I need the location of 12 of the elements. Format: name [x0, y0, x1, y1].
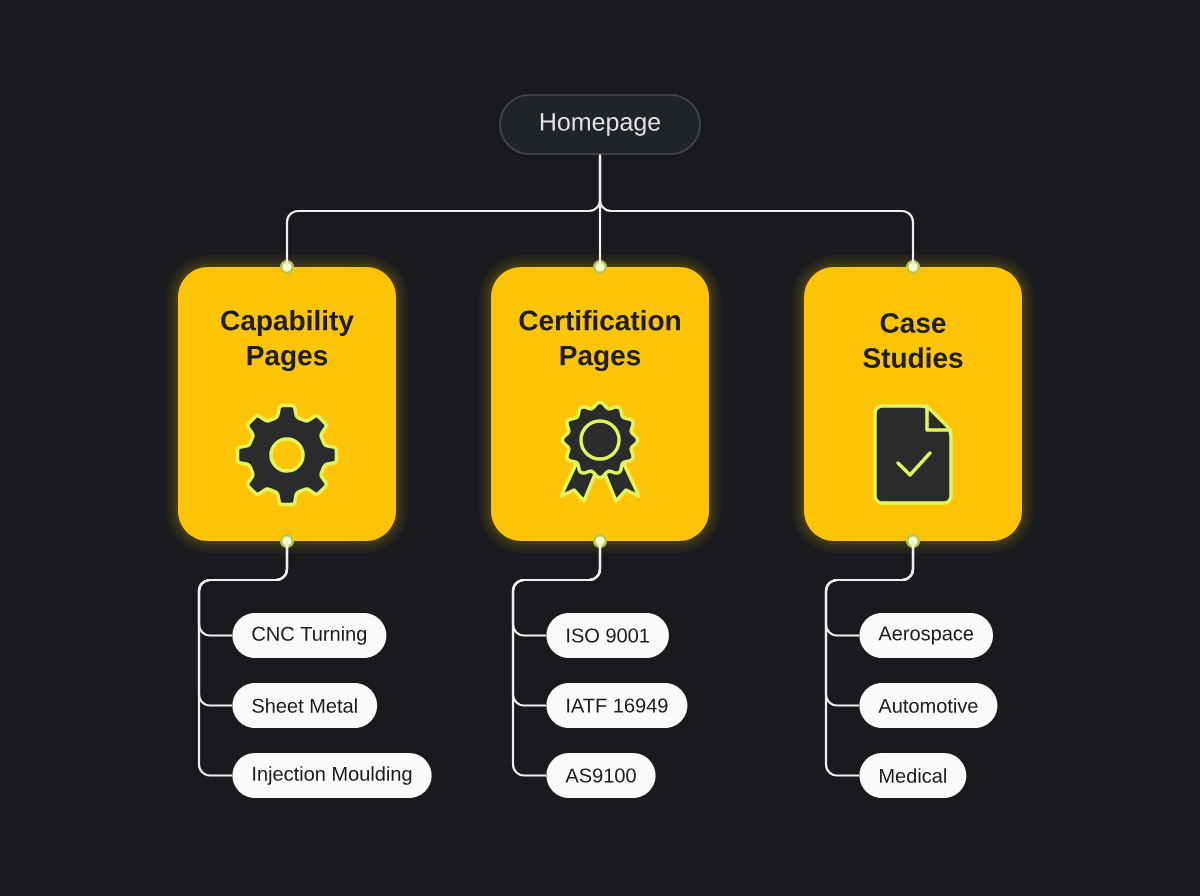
page-pill: Sheet Metal	[232, 683, 378, 728]
page-pill: CNC Turning	[232, 613, 387, 658]
page-pill: Homepage	[499, 94, 701, 155]
connector-line	[197, 541, 289, 777]
connector-line	[511, 541, 602, 777]
connector-line	[598, 154, 915, 267]
page-pill: ISO 9001	[546, 613, 669, 658]
page-pill: Automotive	[859, 683, 998, 728]
page-pill: Aerospace	[859, 613, 994, 658]
connector-line	[824, 541, 915, 777]
page-pill: Injection Moulding	[232, 753, 432, 798]
page-pill: IATF 16949	[546, 683, 688, 728]
